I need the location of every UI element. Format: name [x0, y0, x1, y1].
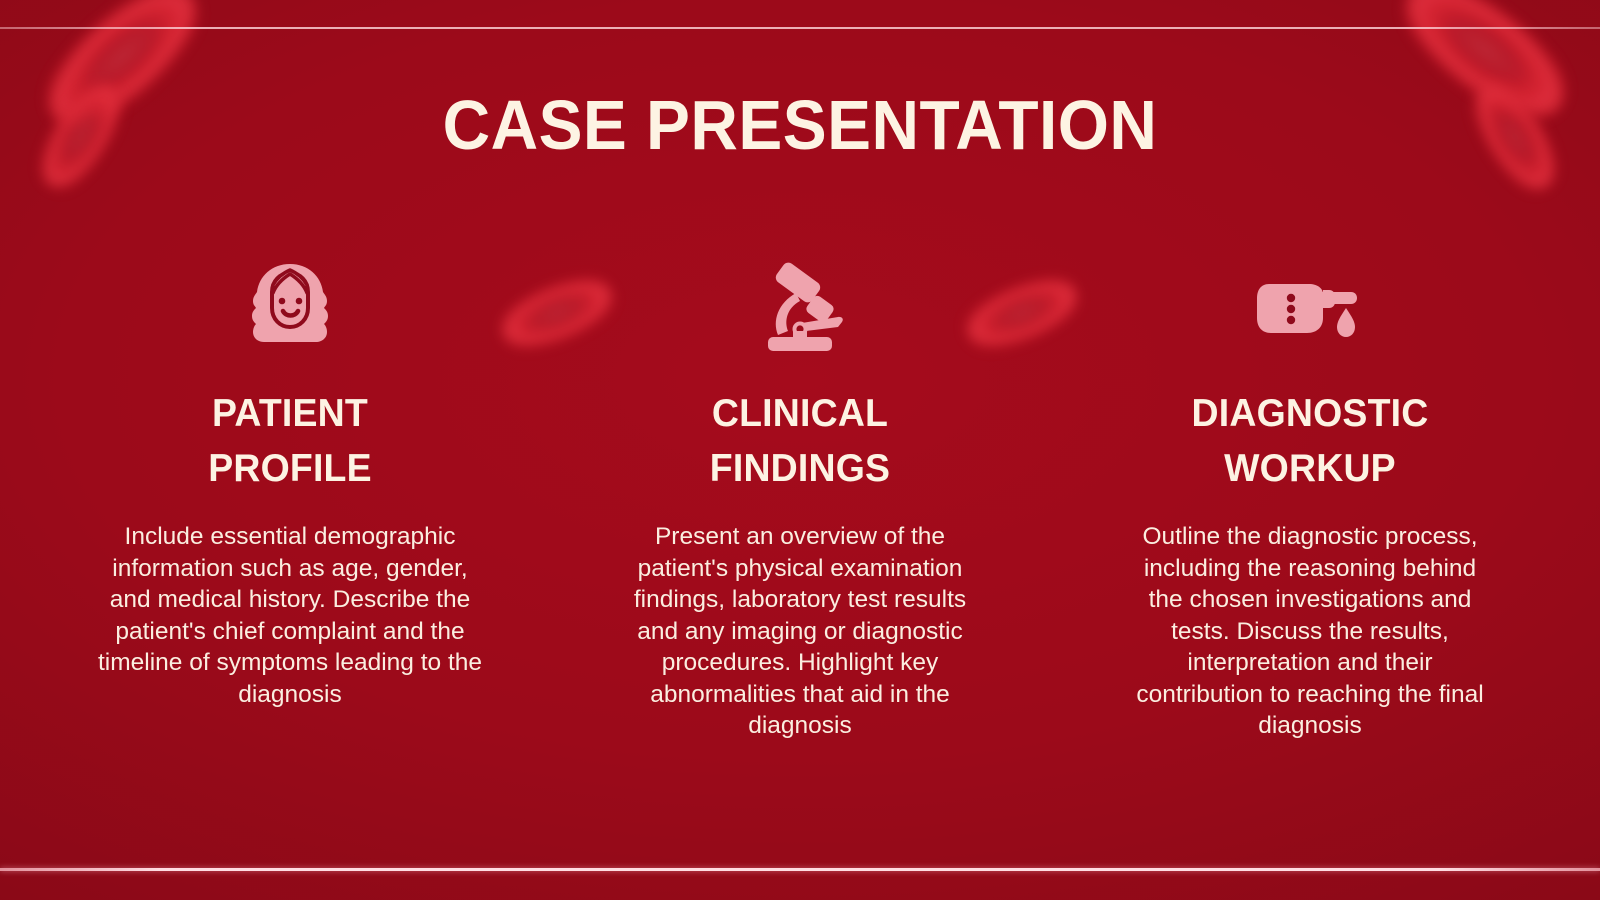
top-divider-rule [0, 27, 1600, 29]
finger-prick-blood-drop-icon [1255, 258, 1365, 356]
content-columns: PATIENT PROFILE Include essential demogr… [90, 258, 1510, 742]
column-title: DIAGNOSTIC WORKUP [1191, 392, 1429, 490]
column-body-text: Outline the diagnostic process, includin… [1136, 523, 1484, 739]
column-body-text: Include essential demographic informatio… [97, 523, 483, 708]
woman-face-icon [242, 258, 338, 356]
page-title: CASE PRESENTATION [442, 86, 1158, 164]
column-diagnostic-workup: DIAGNOSTIC WORKUP Outline the diagnostic… [1110, 258, 1510, 742]
bottom-divider-rule [0, 868, 1600, 871]
column-patient-profile: PATIENT PROFILE Include essential demogr… [90, 258, 490, 710]
column-title: PATIENT PROFILE [208, 392, 372, 490]
column-title: CLINICAL FINDINGS [709, 392, 891, 490]
column-body-text: Present an overview of the patient's phy… [633, 523, 967, 739]
microscope-icon [752, 258, 848, 356]
column-clinical-findings: CLINICAL FINDINGS Present an overview of… [600, 258, 1000, 742]
